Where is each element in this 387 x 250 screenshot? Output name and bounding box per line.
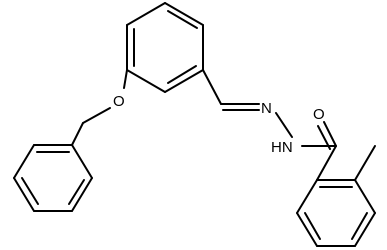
double-bond-inner [21, 177, 39, 205]
bond [164, 2, 204, 26]
methylbenzoyl-ring [296, 179, 376, 247]
double-bond-inner [167, 10, 198, 29]
bond [126, 2, 166, 26]
double-bond-inner [304, 212, 321, 240]
double-bond [317, 125, 331, 150]
bond [13, 144, 35, 179]
bond [71, 122, 84, 146]
bond [126, 69, 166, 93]
amide-group [301, 121, 337, 181]
ether-oxygen-label: O [113, 93, 125, 110]
double-bond [323, 121, 337, 147]
bond [71, 177, 93, 212]
bond [164, 69, 204, 93]
methyl-bond [354, 145, 376, 181]
bond [13, 177, 35, 212]
bond [354, 212, 376, 247]
bond [316, 145, 337, 181]
bond [296, 212, 318, 247]
bond [296, 179, 318, 214]
bond [354, 179, 376, 214]
amide-nh-label: HN [271, 139, 293, 156]
benzyloxy-linkage [71, 69, 128, 146]
imine-nitrogen-label: N [261, 100, 272, 117]
top-benzene-ring [126, 2, 204, 93]
bond [275, 112, 293, 138]
bond [202, 69, 222, 105]
double-bond-inner [351, 212, 368, 240]
bond [71, 144, 93, 179]
benzyl-phenyl-ring [13, 144, 93, 212]
bond [82, 107, 111, 124]
hydrazone-linkage [202, 69, 293, 138]
double-bond-inner [167, 65, 197, 84]
double-bond-inner [68, 179, 85, 205]
carbonyl-oxygen-label: O [313, 106, 325, 123]
bond [123, 69, 128, 89]
